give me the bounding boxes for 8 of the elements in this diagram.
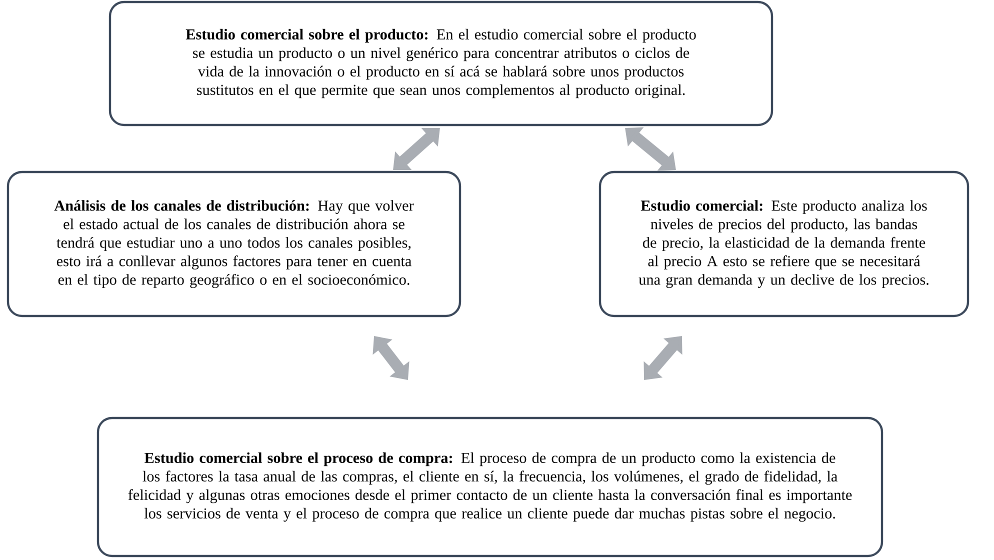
double-arrow	[393, 128, 440, 170]
double-arrow	[625, 127, 676, 171]
double-arrow	[644, 336, 682, 380]
text-box: Estudio comercial sobre el proceso de compra: El proceso de compra de un producto como la existencia de los factores la tasa anual de las compras, el cliente en sí, la frecuencia, los volúmenes, el grado de fidelidad, la felicidad y algunas otras emociones desde el primer contacto de un cliente hasta la conversación final es importante los servicios de venta y el proceso de compra que realice un cliente puede dar muchas pistas sobre el negocio.	[96, 416, 884, 558]
text-box: Estudio comercial sobre el producto: En el estudio comercial sobre el producto se estudia un producto o un nivel genérico para concentrar atributos o ciclos de vida de la innovación o el producto en sí acá se hablará sobre unos productos sustitutos en el que permite que sean unos complementos al producto original.	[108, 0, 774, 126]
double-arrow	[372, 336, 410, 380]
text-box: Análisis de los canales de distribución: Hay que volver el estado actual de los canales de distribución ahora se tendrá que estudiar uno a uno todos los canales posibles, esto irá a conllevar algunos factores para tener en cuenta en el tipo de reparto geográfico o en el socioeconómico.	[6, 170, 462, 318]
text-box: Estudio comercial: Este producto analiza los niveles de precios del producto, las bandas de precio, la elasticidad de la demanda frente al precio A esto se refiere que se necesitará una gran demanda y un declive de los precios.	[598, 170, 970, 318]
